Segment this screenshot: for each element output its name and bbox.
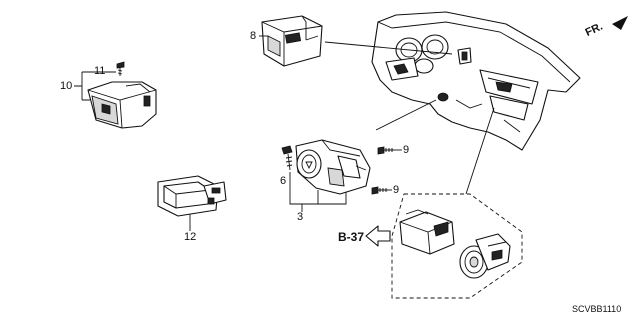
switch-part-10	[87, 81, 157, 129]
socket-housing	[399, 209, 455, 255]
callout-8: 8	[250, 30, 257, 42]
reference-arrow-icon	[365, 225, 391, 247]
front-direction-arrow-icon	[612, 16, 628, 30]
switch-part-12	[157, 175, 227, 217]
screw-part-9-lower	[371, 186, 388, 195]
callout-10: 10	[60, 80, 73, 92]
callout-11: 11	[94, 65, 106, 77]
screw-part-11	[116, 61, 125, 76]
reference-label: B-37	[338, 230, 365, 244]
callout-6: 6	[280, 175, 287, 187]
screw-part-9-upper	[377, 146, 394, 155]
ignition-switch-part-3	[295, 139, 371, 202]
dashboard-part	[371, 11, 581, 151]
callout-12: 12	[184, 231, 197, 243]
diagram-code: SCVBB1110	[572, 304, 622, 314]
callout-9-lower: 9	[393, 184, 400, 196]
callout-3: 3	[297, 211, 304, 223]
accessory-socket-group	[391, 193, 523, 299]
switch-part-8	[261, 15, 323, 67]
power-outlet	[459, 233, 511, 279]
callout-9-upper: 9	[403, 144, 410, 156]
bolt-part-6	[281, 145, 293, 171]
leader-lines	[74, 35, 495, 231]
